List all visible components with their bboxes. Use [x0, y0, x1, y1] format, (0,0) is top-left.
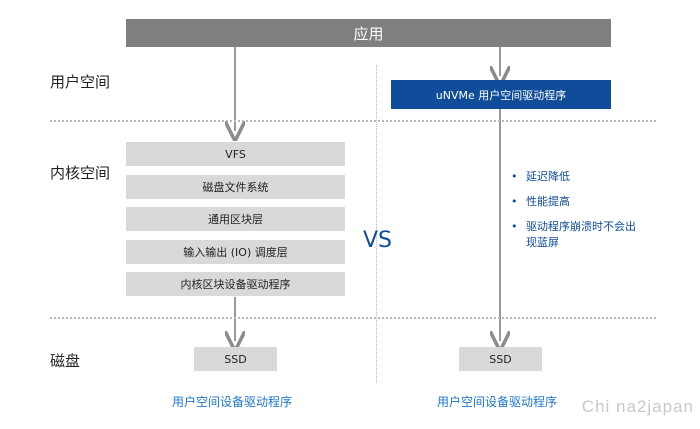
benefit-item: • 延迟降低 — [510, 169, 640, 185]
caption-left: 用户空间设备驱动程序 — [172, 395, 293, 409]
watermark-text: Chi na2japan — [581, 397, 694, 416]
caption-right: 用户空间设备驱动程序 — [437, 395, 558, 409]
benefit-list: • 延迟降低 • 性能提高 • 驱动程序崩溃时不会出现蓝屏 — [510, 169, 640, 260]
zone-label-disk: 磁盘 — [50, 352, 81, 370]
unvme-driver-box: uNVMe 用户空间驱动程序 — [391, 80, 611, 109]
benefit-text: 性能提高 — [526, 195, 570, 208]
separator-kernel-disk — [50, 317, 656, 319]
zone-label-user-space: 用户空间 — [50, 73, 111, 91]
zone-label-kernel-space: 内核空间 — [50, 164, 111, 182]
kernel-layer-block: 通用区块层 — [126, 207, 345, 231]
benefit-text: 驱动程序崩溃时不会出现蓝屏 — [526, 220, 636, 249]
ssd-box-right: SSD — [459, 347, 542, 371]
application-bar: 应用 — [126, 19, 611, 47]
bullet-dot-icon: • — [511, 195, 518, 208]
bullet-dot-icon: • — [511, 220, 518, 233]
kernel-layer-block-driver: 内核区块设备驱动程序 — [126, 272, 345, 296]
kernel-layer-io-scheduler: 输入输出 (IO) 调度层 — [126, 240, 345, 264]
kernel-layer-filesystem: 磁盘文件系统 — [126, 175, 345, 199]
separator-user-kernel — [50, 120, 656, 122]
ssd-box-left: SSD — [194, 347, 277, 371]
bullet-dot-icon: • — [511, 170, 518, 183]
benefit-text: 延迟降低 — [526, 170, 570, 183]
kernel-layer-vfs: VFS — [126, 142, 345, 166]
vs-label: VS — [363, 228, 393, 253]
benefit-item: • 性能提高 — [510, 194, 640, 210]
separator-vertical — [376, 65, 377, 383]
benefit-item: • 驱动程序崩溃时不会出现蓝屏 — [510, 219, 640, 251]
